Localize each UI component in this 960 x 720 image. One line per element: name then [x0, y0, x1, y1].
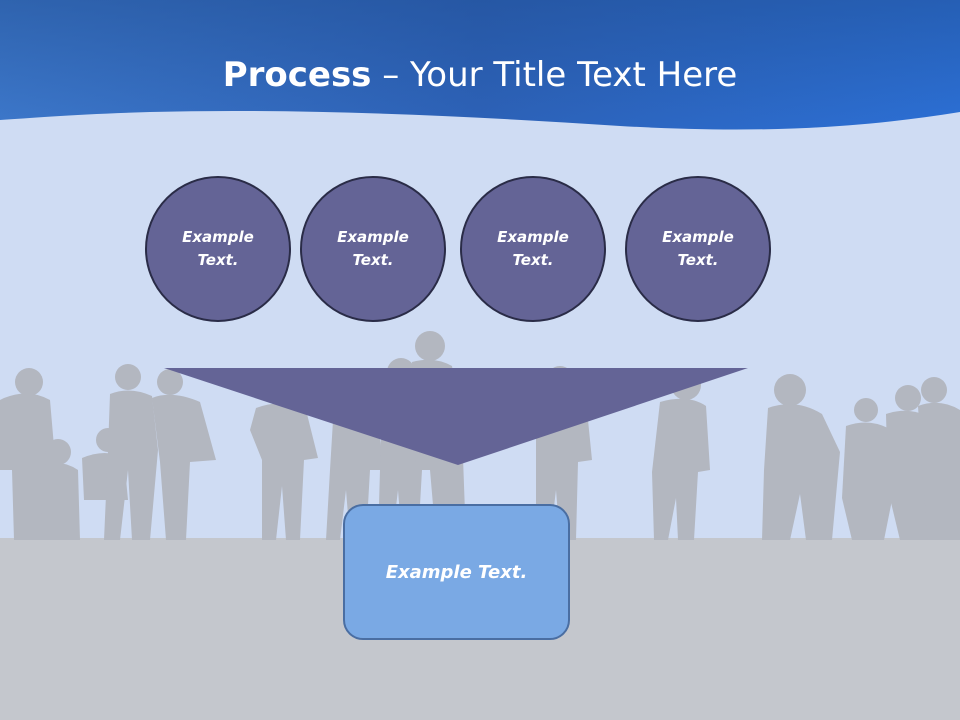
process-circle-4[interactable]: Example Text. — [625, 176, 771, 322]
process-circle-label: Example Text. — [497, 228, 569, 269]
result-box[interactable]: Example Text. — [343, 504, 570, 640]
title-bold: Process — [222, 55, 372, 95]
process-circle-label: Example Text. — [337, 228, 409, 269]
process-circle-label: Example Text. — [662, 228, 734, 269]
title-text: – Your Title Text Here — [371, 55, 738, 95]
process-circle-1[interactable]: Example Text. — [145, 176, 291, 322]
process-circle-3[interactable]: Example Text. — [460, 176, 606, 322]
page-title: Process – Your Title Text Here — [0, 52, 960, 98]
funnel-triangle — [164, 368, 748, 465]
process-circle-label: Example Text. — [182, 228, 254, 269]
process-circle-2[interactable]: Example Text. — [300, 176, 446, 322]
result-box-label: Example Text. — [385, 561, 528, 583]
